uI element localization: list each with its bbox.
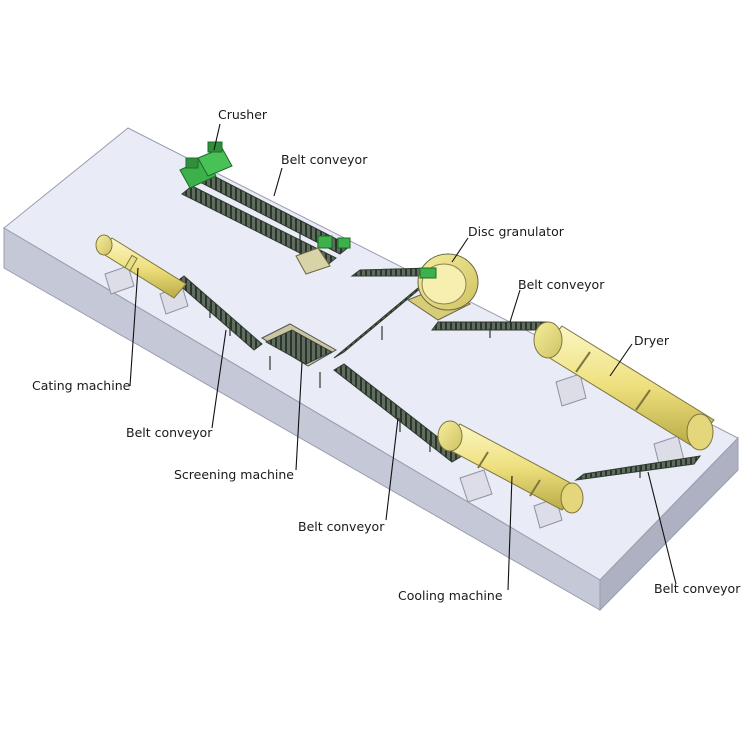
labels: Crusher Belt conveyor Disc granulator Be… bbox=[32, 107, 741, 603]
leader-belt-middle bbox=[385, 417, 399, 521]
belt-conveyor-right bbox=[574, 455, 702, 481]
leader-disc-granulator bbox=[451, 237, 469, 263]
pier bbox=[459, 469, 493, 503]
label-screening: Screening machine bbox=[174, 467, 294, 482]
disc-granulator bbox=[406, 253, 479, 321]
cooling-machine bbox=[437, 420, 584, 514]
leader-belt-top bbox=[273, 167, 283, 197]
pier bbox=[555, 373, 587, 407]
screening-machine bbox=[260, 323, 338, 388]
leader-coating bbox=[129, 267, 139, 387]
label-cooling: Cooling machine bbox=[398, 588, 503, 603]
coating-machine bbox=[95, 234, 187, 299]
crusher bbox=[179, 141, 233, 189]
label-dryer: Dryer bbox=[634, 333, 670, 348]
leader-screening bbox=[295, 361, 303, 471]
dryer bbox=[533, 321, 715, 451]
leader-belt-left bbox=[211, 329, 227, 429]
transfer-units bbox=[295, 235, 351, 275]
label-belt-granulator: Belt conveyor bbox=[518, 277, 605, 292]
leader-belt-granulator bbox=[509, 289, 521, 323]
leader-crusher bbox=[213, 123, 221, 151]
conveyors bbox=[175, 171, 702, 481]
belt-conveyor-left bbox=[175, 275, 263, 351]
platform-top bbox=[3, 127, 739, 581]
label-coating: Cating machine bbox=[32, 378, 131, 393]
label-belt-middle: Belt conveyor bbox=[298, 519, 385, 534]
label-belt-left: Belt conveyor bbox=[126, 425, 213, 440]
label-disc-granulator: Disc granulator bbox=[468, 224, 565, 239]
leader-belt-right bbox=[647, 471, 677, 585]
belt-conveyor-granulator bbox=[431, 321, 547, 331]
leader-lines bbox=[129, 123, 677, 591]
label-crusher: Crusher bbox=[218, 107, 268, 122]
leader-dryer bbox=[609, 343, 633, 377]
platform bbox=[3, 127, 739, 612]
pier bbox=[104, 265, 135, 295]
label-belt-right: Belt conveyor bbox=[654, 581, 741, 596]
leader-cooling bbox=[507, 475, 513, 591]
label-belt-top: Belt conveyor bbox=[281, 152, 368, 167]
platform-side bbox=[599, 436, 739, 612]
